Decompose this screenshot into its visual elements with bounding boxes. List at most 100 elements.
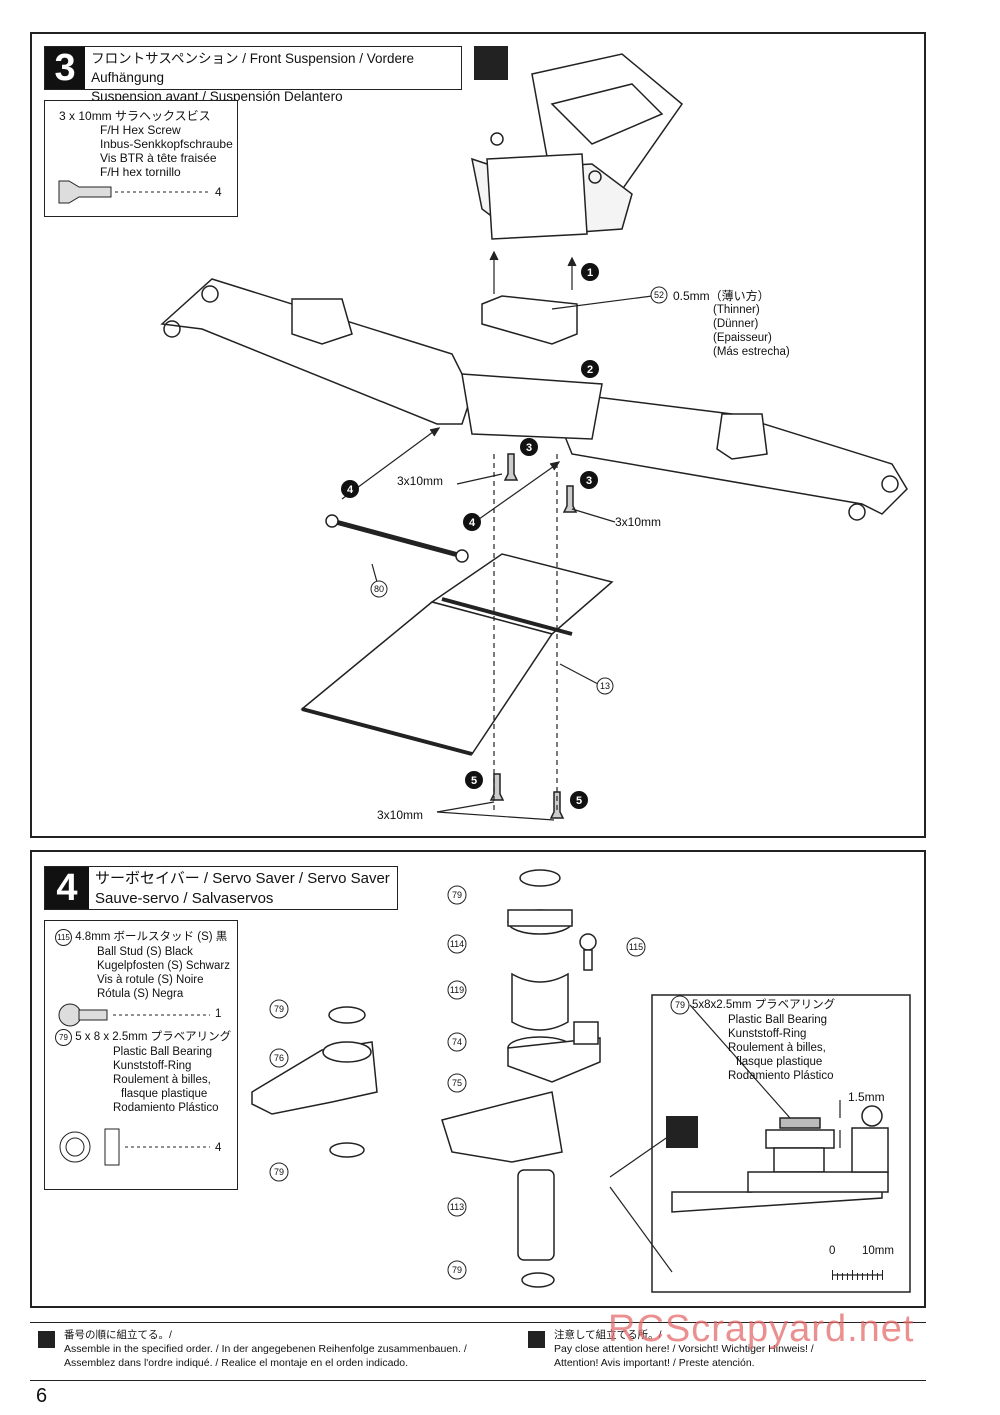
screw-label-right: 3x10mm (615, 515, 662, 529)
order-mark-5b-text: 5 (576, 795, 582, 807)
detail-line3: Kunststoff-Ring (728, 1028, 807, 1040)
part-ref-115 (626, 937, 646, 957)
caution-legend-icon (528, 1331, 545, 1348)
detail-line1: 5x8x2.5mm プラベアリング (692, 999, 836, 1011)
bearing-fr2: flasque plastique (121, 1088, 208, 1100)
part-ref-79-b-text: 79 (274, 1167, 284, 1177)
step3-panel: 3 フロントサスペンション / Front Suspension / Vorde… (30, 32, 926, 838)
watermark: RCScrapyard.net (608, 1308, 915, 1350)
step4-panel: 4 サーボセイバー / Servo Saver / Servo Saver Sa… (30, 850, 926, 1308)
detail-gap: 1.5mm (848, 1090, 885, 1104)
footer-left-line2: Assemble in the specified order. / In de… (64, 1343, 467, 1355)
ball-stud-size: 115 4.8mm ボールスタッド (S) 黒 (55, 929, 227, 946)
shim-size: 0.5mm（薄い方） (673, 289, 770, 303)
detail-line2: Plastic Ball Bearing (728, 1014, 828, 1026)
order-mark-4b-text: 4 (469, 517, 476, 529)
order-mark-3b-text: 3 (586, 475, 592, 487)
footer-right-line1: 注意して組立てる所。/ (554, 1329, 662, 1341)
step4-number: 4 (45, 867, 89, 909)
footer-right-line3: Attention! Avis important! / Preste aten… (554, 1357, 755, 1369)
scale-zero: 0 (829, 1245, 836, 1257)
bearing-en: Plastic Ball Bearing (113, 1046, 213, 1058)
part-ref-114-text: 114 (450, 939, 464, 949)
order-mark-5b (570, 791, 588, 809)
order-mark-5a-text: 5 (471, 775, 477, 787)
screw-name-es: F/H hex tornillo (100, 165, 181, 179)
bearing-size: 79 5 x 8 x 2.5mm プラベアリング (55, 1029, 231, 1046)
detail-ref-79 (670, 995, 690, 1015)
order-mark-4a (341, 480, 359, 498)
part-ref-79-c-text: 79 (452, 890, 462, 900)
shim-de: (Dünner) (713, 318, 759, 330)
assembly-order-icon (474, 46, 508, 80)
front-suspension-diagram: 1 2 3 3 4 4 5 5 52 80 13 (160, 53, 908, 821)
legend-footer: 番号の順に組立てる。/ Assemble in the specified or… (30, 1322, 926, 1381)
part-ref-74 (447, 1032, 467, 1052)
order-mark-3a-text: 3 (526, 442, 532, 454)
bearing-fr1: Roulement à billes, (113, 1074, 211, 1086)
part-ref-13 (596, 677, 614, 695)
screw-size: 3 x 10mm サラヘックスビス (59, 109, 211, 123)
screw-qty: 4 (215, 185, 222, 199)
part-ref-113-text: 113 (450, 1202, 464, 1212)
step4-parts-box: 115 4.8mm ボールスタッド (S) 黒 Ball Stud (S) Bl… (44, 920, 238, 1190)
ball-stud-fr: Vis à rotule (S) Noire (97, 974, 204, 986)
part-ref-76-text: 76 (274, 1053, 284, 1063)
part-ref-74-text: 74 (452, 1037, 462, 1047)
footer-left-line1: 番号の順に組立てる。/ (64, 1329, 172, 1341)
part-ref-80-text: 80 (374, 584, 384, 594)
part-ref-80 (370, 580, 388, 598)
order-mark-2 (581, 360, 599, 378)
part-ref-52 (650, 286, 668, 304)
part-ref-75-text: 75 (452, 1078, 462, 1088)
screw-name-en: F/H Hex Screw (100, 123, 181, 137)
part-ref-119 (447, 980, 467, 1000)
screw-name-de: Inbus-Senkkopfschraube (100, 137, 233, 151)
part-ref-13-text: 13 (600, 681, 610, 691)
part-ref-75 (447, 1073, 467, 1093)
screw-name-fr: Vis BTR à tête fraisée (100, 151, 217, 165)
part-ref-114 (447, 934, 467, 954)
order-mark-1-text: 1 (587, 267, 593, 279)
scale-max: 10mm (862, 1245, 894, 1257)
order-mark-4a-text: 4 (347, 484, 354, 496)
footer-right-line2: Pay close attention here! / Vorsicht! Wi… (554, 1343, 814, 1355)
shim-es: (Más estrecha) (713, 346, 790, 358)
part-ref-79-d (447, 1260, 467, 1280)
step4-title-line2: Sauve-servo / Salvaservos (95, 890, 274, 907)
step3-title-line1: フロントサスペンション / Front Suspension / Vordere… (91, 51, 415, 85)
order-mark-5a (465, 771, 483, 789)
shim-en: (Thinner) (713, 304, 760, 316)
part-ref-79-a-text: 79 (274, 1004, 284, 1014)
scale-ticks-group (832, 1270, 883, 1280)
detail-ref-79-text: 79 (675, 1000, 685, 1010)
step3-number: 3 (45, 47, 86, 89)
hex-screw-icon (58, 180, 210, 204)
part-ref-79-b (269, 1162, 289, 1182)
step4-title: サーボセイバー / Servo Saver / Servo Saver Sauv… (89, 867, 396, 909)
screw-label-bottom: 3x10mm (377, 808, 424, 822)
step3-parts-box: 3 x 10mm サラヘックスビス F/H Hex Screw Inbus-Se… (44, 100, 238, 217)
assembly-order-legend-icon (38, 1331, 55, 1348)
ball-stud-qty: 1 (215, 1008, 222, 1020)
bearing-de: Kunststoff-Ring (113, 1060, 192, 1072)
detail-line4: Roulement à billes, (728, 1042, 826, 1054)
detail-line6: Rodamiento Plástico (728, 1070, 834, 1082)
footer-left-line3: Assemblez dans l'ordre indiqué. / Realic… (64, 1357, 409, 1369)
ball-stud-de: Kugelpfosten (S) Schwarz (97, 960, 230, 972)
ball-stud-en: Ball Stud (S) Black (97, 946, 193, 958)
order-mark-1 (581, 263, 599, 281)
page-number: 6 (36, 1385, 48, 1407)
bearing-qty: 4 (215, 1142, 222, 1154)
servo-saver-diagram: 79 76 79 79 114 119 74 75 113 79 115 79 (251, 869, 911, 1293)
bearing-es: Rodamiento Plástico (113, 1102, 219, 1114)
part-ref-76 (269, 1048, 289, 1068)
caution-icon (666, 1116, 698, 1148)
step4-title-line1: サーボセイバー / Servo Saver / Servo Saver (95, 870, 390, 887)
step4-parts-icons (58, 1003, 210, 1166)
part-ref-115-text: 115 (629, 942, 643, 952)
part-ref-52-text: 52 (654, 290, 664, 300)
detail-line5: flasque plastique (736, 1056, 823, 1068)
ball-stud-ref: 115 (55, 929, 72, 946)
part-ref-79-a (269, 999, 289, 1019)
